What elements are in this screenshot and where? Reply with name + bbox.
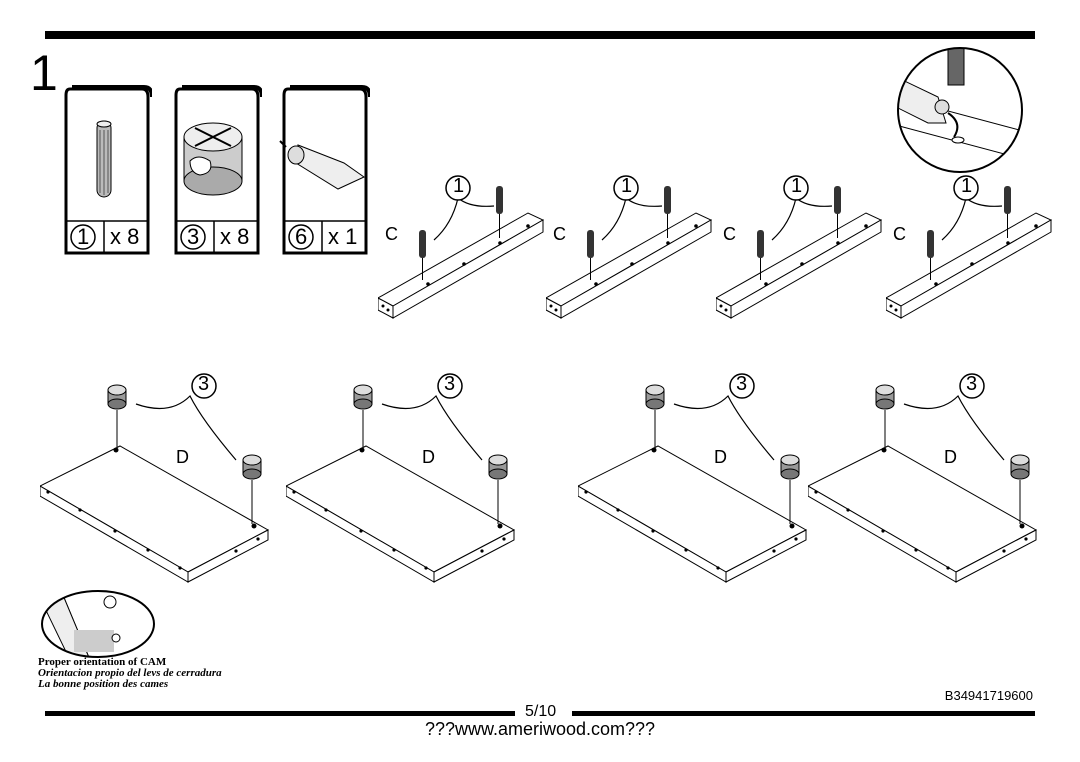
hardware-qty: x 8 [110,224,140,249]
part-d-assembly [806,360,1048,595]
cam-lock-icon [353,384,373,448]
part-c-assembly [714,168,886,343]
cam-lock-icon [875,384,895,448]
step-number: 1 [30,45,58,101]
cam-lock-icon [1010,454,1030,524]
part-c-assembly [884,168,1056,343]
part-c-panel [376,212,545,319]
part-d-label: D [944,447,957,467]
part-c-panel [544,212,713,319]
cam-lock-icon [183,122,243,196]
cam-callout-number: 3 [736,373,748,395]
part-c-label: C [385,224,398,244]
part-d-assembly [576,360,818,595]
hardware-card-glue: 6 x 1 [278,85,370,255]
dowel-icon [587,230,594,280]
part-c-label: C [723,224,736,244]
part-d-assembly [284,360,526,595]
part-c-panel [714,212,883,319]
hardware-qty: x 8 [220,224,250,249]
cam-callout-number: 3 [444,373,456,395]
hardware-qty: x 1 [328,224,358,249]
part-c-panel [884,212,1053,319]
part-d-panel [38,445,270,583]
cam-note-french: La bonne position des cames [38,678,169,690]
wood-dowel-icon [96,120,112,198]
cam-lock-icon [107,384,127,448]
dowel-icon [419,230,426,280]
part-c-assembly [544,168,716,343]
cam-lock-icon [242,454,262,524]
document-code: B34941719600 [944,688,1033,703]
page-number: 5/10 [525,703,557,720]
bottom-rule-left [45,711,515,716]
part-d-panel [576,445,808,583]
dowel-callout-number: 1 [453,175,465,197]
cam-lock-icon [780,454,800,524]
dowel-callout-number: 1 [791,175,803,197]
part-c-assembly [376,168,548,343]
part-d-assembly [38,360,280,595]
top-rule [45,31,1035,39]
dowel-callout-number: 1 [961,175,973,197]
part-d-panel [806,445,1038,583]
website-url: ???www.ameriwood.com??? [424,719,656,739]
part-c-label: C [893,224,906,244]
part-d-label: D [714,447,727,467]
cam-orientation-detail [40,588,160,665]
hardware-number: 6 [295,224,308,249]
hardware-number: 3 [187,224,200,249]
cam-callout-number: 3 [966,373,978,395]
dowel-icon [927,230,934,280]
part-d-label: D [176,447,189,467]
part-d-label: D [422,447,435,467]
cam-note-spanish: Orientacion propio del levs de cerradura [38,667,222,679]
hardware-card-dowel: 1 x 8 [60,85,152,255]
cam-note-english: Proper orientation of CAM [38,656,167,668]
dowel-icon [834,186,841,238]
part-c-label: C [553,224,566,244]
cam-lock-icon [645,384,665,448]
dowel-icon [1004,186,1011,238]
dowel-icon [496,186,503,238]
part-d-panel [284,445,516,583]
cam-orientation-note: Proper orientation of CAM Orientacion pr… [38,657,222,690]
dowel-callout-number: 1 [621,175,633,197]
cam-lock-icon [488,454,508,524]
glue-bottle-icon [279,140,365,190]
bottom-rule-right [572,711,1035,716]
glue-detail-circle [888,45,1038,180]
hardware-card-cam: 3 x 8 [170,85,262,255]
hardware-number: 1 [77,224,90,249]
cam-callout-number: 3 [198,373,210,395]
dowel-icon [664,186,671,238]
dowel-icon [757,230,764,280]
